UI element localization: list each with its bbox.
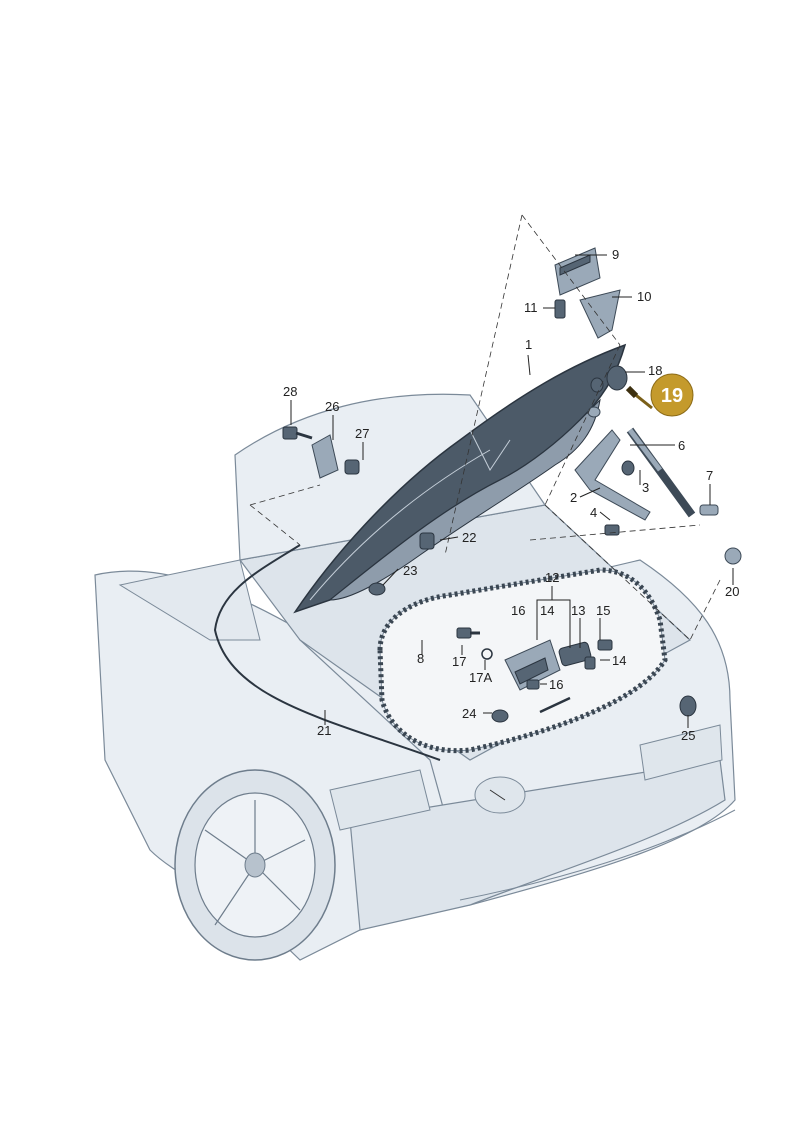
callout-8: 8 (417, 651, 424, 666)
gas-strut-6 (626, 427, 696, 518)
callout-14b: 14 (612, 653, 626, 668)
nut-24 (491, 709, 509, 723)
callout-12: 12 (545, 570, 559, 585)
callout-24: 24 (462, 706, 476, 721)
stop-buffers-3 (587, 377, 635, 476)
callout-17a: 17A (469, 670, 492, 685)
callout-4: 4 (590, 505, 597, 520)
highlight-callout-19[interactable]: 19 (650, 373, 694, 417)
screw-16b (526, 679, 540, 690)
motor-13 (558, 641, 592, 667)
lock-cover-10 (579, 289, 621, 339)
callout-28: 28 (283, 384, 297, 399)
callout-14a: 14 (540, 603, 554, 618)
lock-bracket-9 (554, 247, 601, 296)
ball-stud-7 (699, 504, 719, 516)
screw-19 (625, 385, 653, 410)
callout-3: 3 (642, 480, 649, 495)
release-cable-end (539, 696, 571, 714)
callout-2: 2 (570, 490, 577, 505)
trunk-lid (293, 343, 627, 614)
clip-27 (344, 459, 360, 475)
grommet-23 (368, 582, 386, 596)
callout-26: 26 (325, 399, 339, 414)
callout-22: 22 (462, 530, 476, 545)
grommet-20 (724, 547, 742, 565)
bracket-26 (311, 434, 339, 479)
callout-18: 18 (648, 363, 662, 378)
callout-20: 20 (725, 584, 739, 599)
grommet-25 (679, 695, 697, 717)
hinge-2 (574, 429, 651, 521)
callout-13: 13 (571, 603, 585, 618)
bolt-4 (604, 524, 620, 536)
callout-23: 23 (403, 563, 417, 578)
screw-11 (554, 299, 566, 319)
reference-lines (249, 214, 721, 641)
bolt-15 (597, 639, 613, 651)
washer-17a (481, 648, 493, 660)
clip-22 (419, 532, 435, 550)
bump-stop-18 (606, 365, 628, 391)
callout-16b: 16 (549, 677, 563, 692)
highlight-label: 19 (661, 385, 683, 407)
lock-assembly-14 (504, 639, 561, 691)
callout-7: 7 (706, 468, 713, 483)
callout-1: 1 (525, 337, 532, 352)
callout-10: 10 (637, 289, 651, 304)
callout-16a: 16 (511, 603, 525, 618)
callout-11: 11 (524, 300, 538, 315)
callout-9: 9 (612, 247, 619, 262)
callout-17: 17 (452, 654, 466, 669)
callout-21: 21 (317, 723, 331, 738)
callout-25: 25 (681, 728, 695, 743)
clip-14b (584, 656, 596, 670)
callout-6: 6 (678, 438, 685, 453)
callout-labels: 1 2 3 4 6 7 8 9 10 11 12 13 14 14 15 16 … (283, 247, 739, 743)
callout-27: 27 (355, 426, 369, 441)
bolt-28 (282, 426, 313, 440)
bolt-17 (456, 627, 480, 639)
leader-lines (290, 254, 734, 728)
callout-15: 15 (596, 603, 610, 618)
